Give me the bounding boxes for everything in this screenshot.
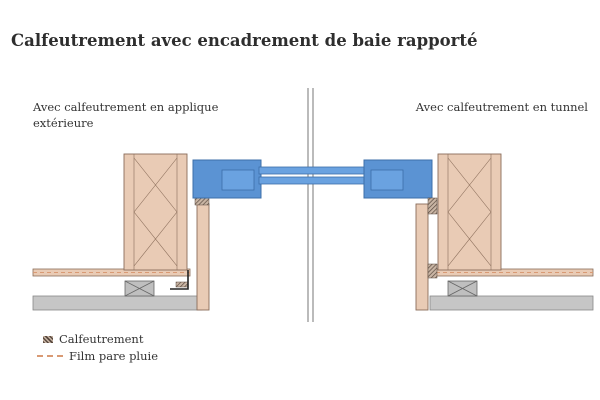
calfeutrement-swatch-icon — [43, 335, 53, 343]
right-concrete-slab — [429, 295, 594, 311]
left-bearer-block — [124, 280, 155, 297]
left-wall-block — [123, 153, 188, 271]
left-concrete-slab — [32, 295, 203, 311]
left-assembly — [32, 153, 262, 311]
left-variant-label: Avec calfeutrement en applique extérieur… — [33, 99, 283, 131]
left-label-line1: Avec calfeutrement en applique — [33, 100, 219, 114]
center-break-line — [307, 88, 314, 322]
page-title: Calfeutrement avec encadrement de baie r… — [11, 31, 478, 50]
legend-calfeutrement: Calfeutrement — [43, 331, 143, 347]
legend-calfeutrement-label: Calfeutrement — [59, 332, 144, 346]
right-window-frame — [363, 159, 433, 199]
left-flashing — [170, 270, 189, 290]
right-bay-lining — [415, 203, 429, 311]
left-calfeutrement — [194, 197, 210, 206]
right-variant-label: Avec calfeutrement en tunnel — [415, 100, 588, 114]
legend-film: Film pare pluie — [37, 348, 158, 364]
left-bay-lining — [196, 203, 210, 311]
right-bearer-block — [447, 280, 478, 297]
film-dash-icon — [37, 355, 63, 357]
right-assembly — [363, 153, 594, 311]
right-calfeutrement-bottom — [427, 263, 438, 279]
left-label-line2: extérieure — [33, 116, 94, 130]
legend-film-label: Film pare pluie — [69, 349, 159, 363]
left-window-frame — [192, 159, 262, 199]
left-calfeutrement-bottom — [175, 281, 189, 288]
right-wall-block — [437, 153, 502, 271]
right-calfeutrement — [427, 197, 438, 215]
